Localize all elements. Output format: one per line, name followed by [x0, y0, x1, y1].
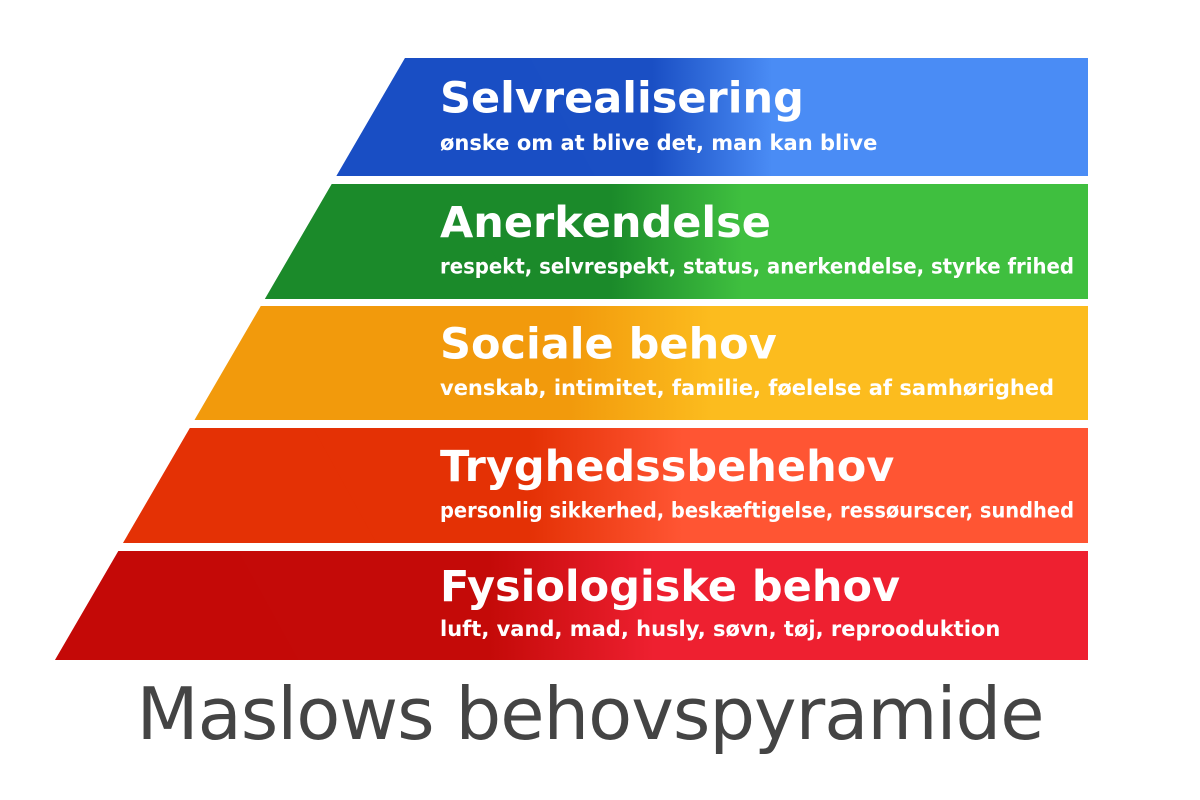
tier-description: ønske om at blive det, man kan blive	[440, 131, 877, 155]
tier-shade	[123, 428, 377, 543]
tier-band	[123, 428, 1088, 543]
diagram-caption: Maslows behovspyramide	[136, 672, 1044, 756]
tier-shade	[194, 306, 447, 420]
tier-title: Fysiologiske behov	[440, 562, 900, 612]
tier-description: respekt, selvrespekt, status, anerkendel…	[440, 255, 1074, 279]
tier-description: personlig sikkerhed, beskæftigelse, ress…	[440, 499, 1074, 523]
tier-title: Sociale behov	[440, 319, 777, 369]
tier-title: Tryghedssbehehov	[440, 442, 894, 492]
tier-description: luft, vand, mad, husly, søvn, tøj, repro…	[440, 617, 1000, 641]
pyramid-tiers: Selvrealisering ønske om at blive det, ma…	[55, 58, 1088, 660]
tier-shade	[55, 551, 299, 660]
tier-description: venskab, intimitet, familie, føelelse af…	[440, 376, 1054, 400]
tier-shade	[336, 58, 595, 176]
tier-band	[55, 551, 1088, 660]
pyramid-tier: Selvrealisering ønske om at blive det, ma…	[336, 58, 1088, 176]
pyramid-tier: Tryghedssbehehov personlig sikkerhed, bes…	[123, 428, 1088, 543]
pyramid-tier: Anerkendelse respekt, selvrespekt, status…	[264, 184, 1088, 299]
tier-shade	[264, 184, 519, 299]
tier-title: Anerkendelse	[440, 198, 771, 248]
pyramid-tier: Fysiologiske behov luft, vand, mad, husly…	[55, 551, 1088, 660]
tier-title: Selvrealisering	[440, 73, 804, 123]
pyramid-tier: Sociale behov venskab, intimitet, familie…	[194, 306, 1088, 420]
